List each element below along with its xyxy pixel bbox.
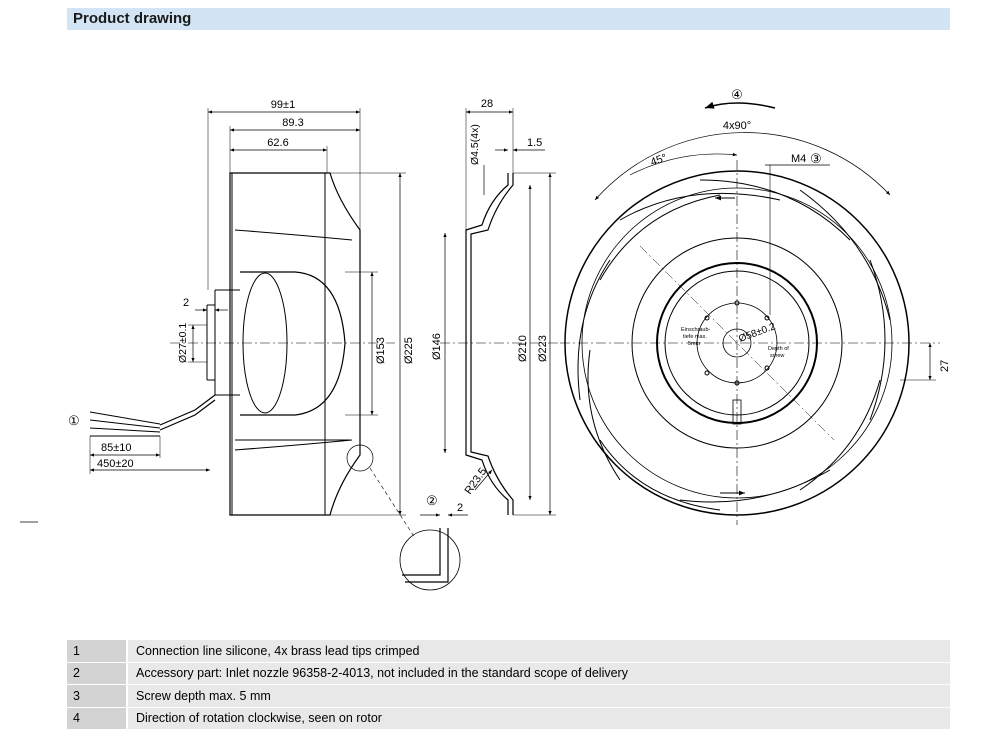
dim-153-diameter: Ø153 <box>375 337 387 364</box>
dim-85: 85±10 <box>101 442 132 454</box>
legend-number: 3 <box>67 685 126 708</box>
legend-row: 4 Direction of rotation clockwise, seen … <box>67 707 950 730</box>
dim-28: 28 <box>481 98 493 110</box>
label-screw-depth-3: 5mm <box>688 341 701 347</box>
legend-number: 4 <box>67 707 126 730</box>
legend-table: 1 Connection line silicone, 4x brass lea… <box>67 640 950 730</box>
label-screw: screw <box>770 353 784 359</box>
dim-58-diameter: Ø58±0.2 <box>737 321 777 345</box>
dim-m4: M4 <box>791 153 806 165</box>
dim-4-5-holes: Ø4.5(4x) <box>469 124 481 165</box>
dim-146-diameter: Ø146 <box>431 333 443 360</box>
legend-row: 1 Connection line silicone, 4x brass lea… <box>67 640 950 663</box>
section-title: Product drawing <box>73 10 192 27</box>
label-screw-depth-1: Einschraub- <box>681 327 711 333</box>
legend-row: 3 Screw depth max. 5 mm <box>67 685 950 708</box>
dim-89-3: 89.3 <box>282 117 303 129</box>
callout-3: ③ <box>810 151 822 166</box>
legend-row: 2 Accessory part: Inlet nozzle 96358-2-4… <box>67 662 950 685</box>
callout-2: ② <box>426 493 438 508</box>
legend-number: 1 <box>67 640 126 663</box>
dim-r23-5: R23.5 <box>463 466 490 497</box>
dim-27-diameter: Ø27±0.1 <box>177 323 189 363</box>
legend-number: 2 <box>67 662 126 685</box>
dim-99: 99±1 <box>271 99 295 111</box>
dim-2-detail: 2 <box>457 502 463 514</box>
label-screw-depth-2: tiefe max. <box>683 334 707 340</box>
dim-225-diameter: Ø225 <box>403 337 415 364</box>
dim-2-left: 2 <box>183 297 189 309</box>
callout-1: ① <box>68 413 80 428</box>
dim-223-diameter: Ø223 <box>537 335 549 362</box>
dim-45: 45° <box>649 152 669 169</box>
dim-450: 450±20 <box>97 458 134 470</box>
label-depth-of: Depth of <box>768 346 789 352</box>
callout-4: ④ <box>731 87 743 102</box>
dim-210-diameter: Ø210 <box>517 335 529 362</box>
legend-text: Connection line silicone, 4x brass lead … <box>126 640 950 663</box>
dim-62-6: 62.6 <box>267 137 288 149</box>
dim-1-5: 1.5 <box>527 137 542 149</box>
section-header: Product drawing <box>67 8 950 30</box>
legend-text: Direction of rotation clockwise, seen on… <box>126 707 950 730</box>
nozzle-view <box>420 108 560 517</box>
legend-text: Accessory part: Inlet nozzle 96358-2-401… <box>126 662 950 685</box>
side-view <box>20 108 461 591</box>
product-drawing: 99±1 89.3 62.6 2 Ø27±0.1 Ø153 Ø225 85±10… <box>20 87 951 591</box>
legend-text: Screw depth max. 5 mm <box>126 685 950 708</box>
dim-4x90: 4x90° <box>723 120 751 132</box>
dim-27-front: 27 <box>939 360 951 372</box>
front-view <box>560 101 940 525</box>
